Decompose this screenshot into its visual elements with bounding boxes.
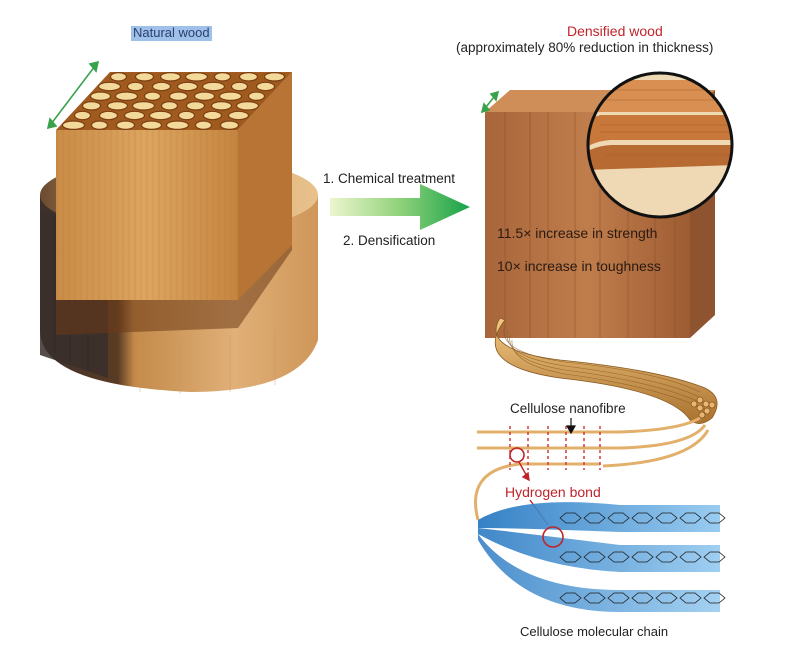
wood-pore xyxy=(114,91,139,101)
wood-pore xyxy=(255,81,276,92)
wood-pore xyxy=(81,101,102,111)
cellulose-nanofibre-label: Cellulose nanofibre xyxy=(510,401,626,416)
wood-pore xyxy=(159,72,182,82)
glucose-ring xyxy=(679,592,702,604)
glucose-ring xyxy=(559,592,582,604)
wood-pore xyxy=(123,110,146,121)
wood-pore xyxy=(151,81,172,92)
glucose-ring xyxy=(679,512,702,524)
glucose-ring xyxy=(679,551,702,563)
wood-pore xyxy=(126,81,145,92)
wood-pore xyxy=(168,91,189,101)
wood-pore xyxy=(140,120,163,130)
glucose-ring xyxy=(559,512,582,524)
wood-pore xyxy=(176,81,199,92)
wood-pore xyxy=(177,110,196,121)
glucose-ring xyxy=(655,551,678,563)
hydrogen-bond-label: Hydrogen bond xyxy=(505,484,601,500)
wood-pore xyxy=(263,72,286,82)
wood-pore xyxy=(238,72,259,82)
natural-wood-cube xyxy=(56,72,292,300)
wood-pore xyxy=(109,72,128,82)
wood-pore xyxy=(194,120,213,130)
hydrogen-bond-lines xyxy=(509,426,601,470)
glucose-ring xyxy=(607,551,630,563)
glucose-ring-structures xyxy=(559,512,726,604)
strength-increase-label: 11.5× increase in strength xyxy=(497,225,658,241)
densified-wood-title: Densified wood xyxy=(567,23,663,39)
glucose-ring xyxy=(607,592,630,604)
wood-pore xyxy=(73,110,92,121)
thickness-arrow-natural xyxy=(46,60,100,130)
process-arrow xyxy=(330,184,470,230)
magnified-view xyxy=(586,71,734,219)
wood-pore xyxy=(148,110,173,121)
wood-pore xyxy=(115,120,136,130)
step-densification: 2. Densification xyxy=(343,233,436,248)
wood-pore xyxy=(131,101,156,111)
wood-pore xyxy=(218,91,243,101)
wood-pore xyxy=(235,101,260,111)
cellulose-nanofibres xyxy=(474,416,710,521)
wood-pore xyxy=(219,120,240,130)
glucose-ring xyxy=(703,512,726,524)
thickness-reduction-note: (approximately 80% reduction in thicknes… xyxy=(456,40,714,55)
glucose-ring xyxy=(655,592,678,604)
glucose-ring xyxy=(583,512,606,524)
wood-pore xyxy=(61,120,86,130)
glucose-ring xyxy=(631,551,654,563)
wood-pore xyxy=(134,72,155,82)
hydrogen-bond-circle-molecular xyxy=(542,526,564,548)
glucose-ring xyxy=(703,592,726,604)
glucose-ring xyxy=(583,592,606,604)
wood-pore xyxy=(230,81,249,92)
glucose-ring xyxy=(655,512,678,524)
glucose-ring xyxy=(631,592,654,604)
wood-pore xyxy=(98,110,119,121)
glucose-ring xyxy=(631,512,654,524)
glucose-ring xyxy=(583,551,606,563)
glucose-ring xyxy=(559,551,582,563)
wood-pore xyxy=(89,91,112,101)
step-chemical-treatment: 1. Chemical treatment xyxy=(323,171,456,186)
wood-pore xyxy=(143,91,162,101)
wood-pore xyxy=(247,91,266,101)
wood-pore xyxy=(201,81,226,92)
wood-pore xyxy=(160,101,179,111)
wood-pore xyxy=(165,120,190,130)
molecular-chain-label: Cellulose molecular chain xyxy=(520,624,669,639)
glucose-ring xyxy=(703,551,726,563)
hydrogen-bond-highlight xyxy=(509,447,525,463)
wood-pore xyxy=(90,120,109,130)
wood-pore xyxy=(202,110,223,121)
thickness-arrow-densified xyxy=(480,90,500,114)
glucose-ring xyxy=(607,512,630,524)
wood-pore xyxy=(227,110,250,121)
molecular-chain-ribbons xyxy=(478,502,720,612)
wood-pore xyxy=(210,101,233,111)
fibre-bundle xyxy=(494,317,718,424)
wood-pore xyxy=(97,81,122,92)
wood-pore xyxy=(184,72,209,82)
natural-wood-label: Natural wood xyxy=(131,25,212,41)
wood-pore xyxy=(213,72,232,82)
wood-pore xyxy=(106,101,129,111)
toughness-increase-label: 10× increase in toughness xyxy=(497,258,661,274)
nanofibre-pointer xyxy=(565,418,577,435)
wood-pore xyxy=(185,101,206,111)
wood-pore xyxy=(193,91,216,101)
